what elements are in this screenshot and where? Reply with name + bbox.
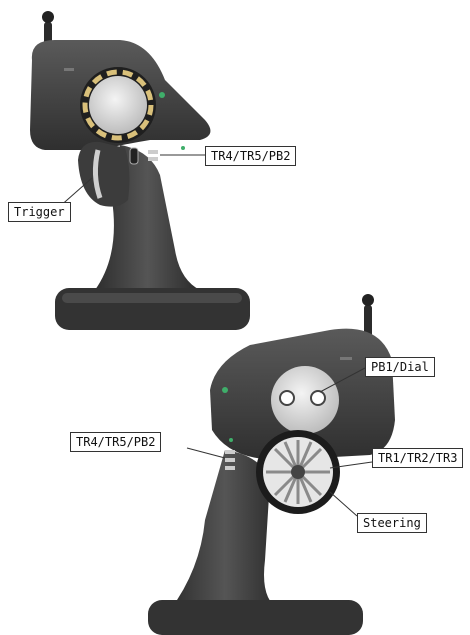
base-bottom bbox=[148, 600, 363, 635]
push-button-right bbox=[310, 390, 326, 406]
trim-switch-side-a bbox=[225, 450, 235, 454]
led-bottom bbox=[229, 438, 233, 442]
label-push-button-dial: PB1/Dial bbox=[365, 357, 435, 377]
label-steering: Steering bbox=[357, 513, 427, 533]
transmitter-bottom-view bbox=[148, 294, 395, 635]
label-steering-trims: TR1/TR2/TR3 bbox=[372, 448, 464, 468]
transmitter-top-view bbox=[30, 11, 250, 330]
grip-bottom bbox=[170, 450, 280, 610]
led-top-b bbox=[159, 92, 165, 98]
trim-switch-side-c bbox=[225, 466, 235, 470]
trim-switch-side-b bbox=[225, 458, 235, 462]
led-top bbox=[181, 146, 185, 150]
leader-side-trims bbox=[186, 447, 226, 459]
led-bottom-b bbox=[222, 387, 228, 393]
label-trigger: Trigger bbox=[8, 202, 71, 222]
dial-plate bbox=[271, 366, 339, 434]
label-top-trim-switches: TR4/TR5/PB2 bbox=[205, 146, 297, 166]
steering-wheel-hub bbox=[291, 465, 305, 479]
antenna-bottom bbox=[364, 305, 372, 337]
switch-top bbox=[129, 147, 139, 165]
trim-switch-top-a bbox=[148, 150, 158, 154]
trigger-highlight bbox=[92, 149, 103, 199]
leader-steering-trims bbox=[329, 461, 373, 469]
vent-top bbox=[64, 68, 74, 71]
push-button-left bbox=[279, 390, 295, 406]
vent-bottom bbox=[340, 357, 352, 360]
leader-dial bbox=[319, 367, 366, 393]
trigger-shape bbox=[78, 141, 130, 207]
leader-steering bbox=[329, 491, 358, 517]
dial-face-top bbox=[89, 76, 147, 134]
antenna-knob-top bbox=[42, 11, 54, 23]
antenna-knob-bottom bbox=[362, 294, 374, 306]
base-highlight-top bbox=[62, 293, 242, 303]
label-side-trim-switches: TR4/TR5/PB2 bbox=[70, 432, 162, 452]
trim-switch-top-b bbox=[148, 157, 158, 161]
dial-ring-accent-top bbox=[82, 69, 154, 141]
